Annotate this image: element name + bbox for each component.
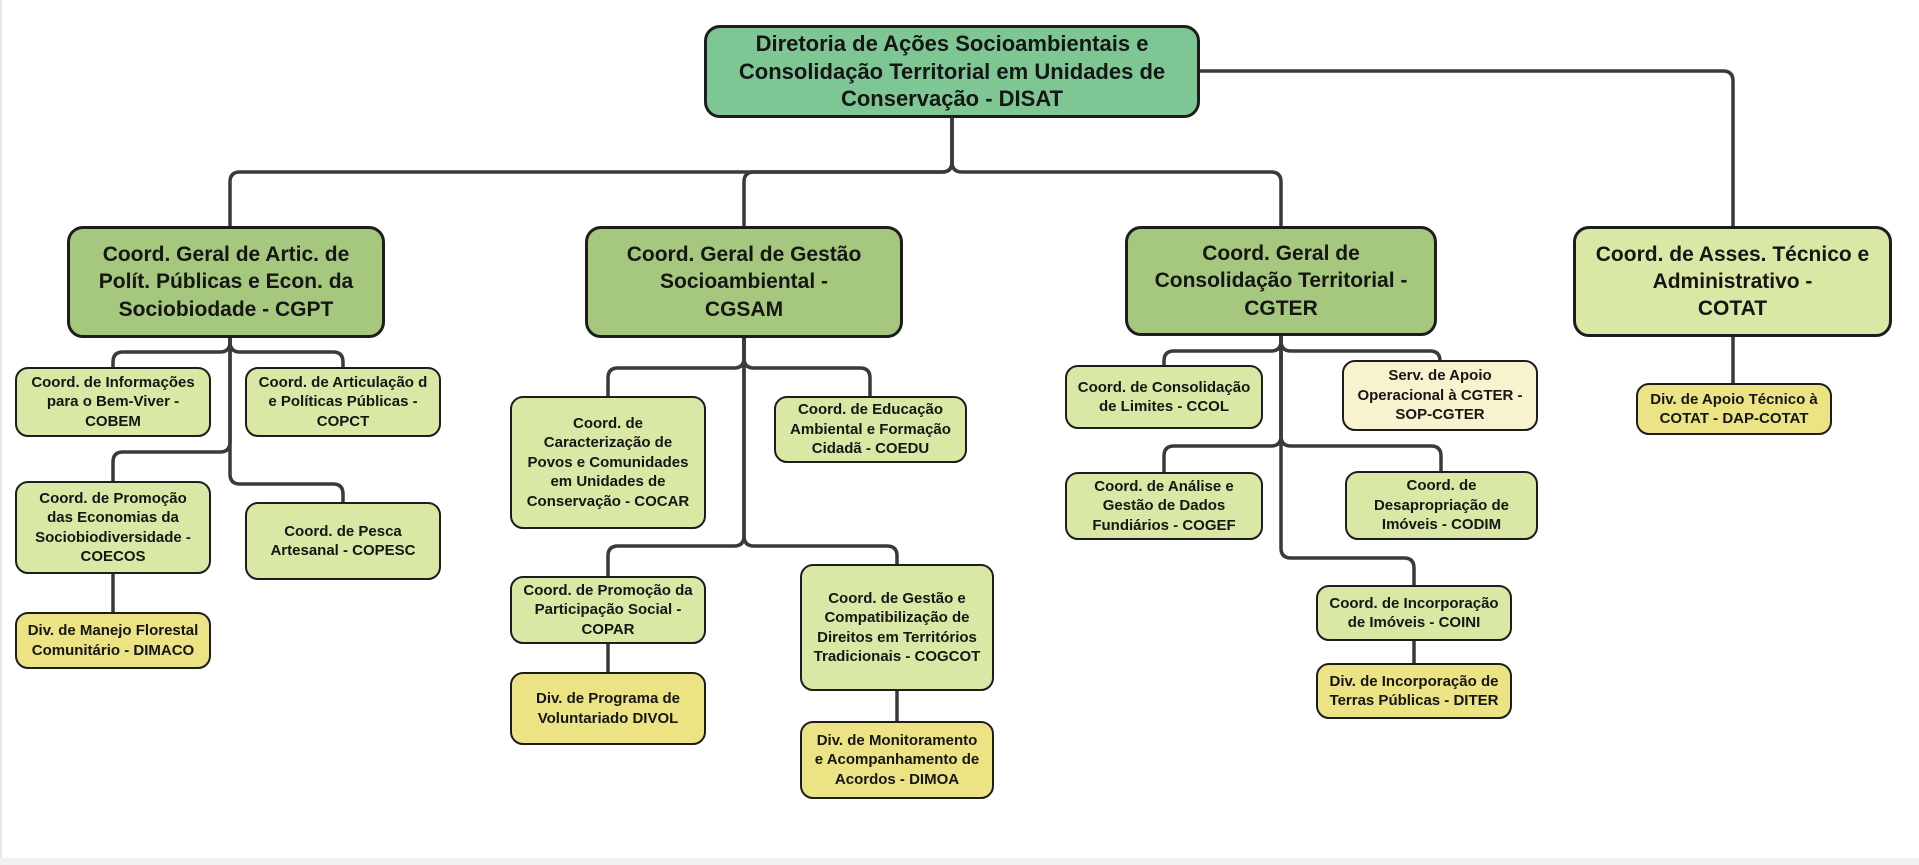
org-node-label: Coord. de Promoção da Participação Socia… (523, 581, 693, 638)
org-node-label: Coord. de Desapropriação de Imóveis - CO… (1373, 477, 1510, 534)
org-node-label: Div. de Apoio Técnico à COTAT - DAP-COTA… (1650, 390, 1818, 428)
org-node-label: Coord. Geral de Consolidação Territorial… (1154, 242, 1408, 320)
org-node-label: Div. de Incorporação de Terras Públicas … (1329, 672, 1499, 710)
org-node-label: Div. de Manejo Florestal Comunitário - D… (27, 622, 199, 659)
org-node-copar: Coord. de Promoção da Participação Socia… (510, 576, 706, 644)
org-node-label: Diretoria de Ações Socioambientais e Con… (738, 30, 1166, 112)
connector-disat-cgsam (742, 118, 954, 226)
org-node-sop: Serv. de Apoio Operacional à CGTER - SOP… (1342, 360, 1538, 431)
connector-cgsam-cocar (606, 338, 746, 396)
org-node-label: Coord. de Análise e Gestão de Dados Fund… (1092, 477, 1236, 534)
org-node-copct: Coord. de Articulação d e Políticas Públ… (245, 367, 441, 437)
page-bottom-edge (0, 858, 1919, 865)
connector-cgter-coini (1279, 336, 1416, 585)
org-node-cobem: Coord. de Informações para o Bem-Viver -… (15, 367, 211, 437)
org-node-label: Div. de Monitoramento e Acompanhamento d… (814, 731, 980, 788)
org-node-label: Coord. de Articulação d e Políticas Públ… (258, 373, 428, 430)
org-node-label: Div. de Programa de Voluntariado DIVOL (536, 690, 680, 727)
org-node-coedu: Coord. de Educação Ambiental e Formação … (774, 396, 967, 463)
org-node-label: Coord. de Educação Ambiental e Formação … (790, 401, 951, 458)
org-node-label: Coord. Geral de Artic. de Polít. Pública… (98, 243, 354, 321)
org-node-coecos: Coord. de Promoção das Economias da Soci… (15, 481, 211, 574)
org-node-cgsam: Coord. Geral de Gestão Socioambiental - … (585, 226, 903, 338)
page-left-edge (0, 0, 2, 865)
connector-cgpt-cobem (111, 338, 232, 367)
connector-cgsam-cogcot (742, 338, 899, 564)
org-node-diter: Div. de Incorporação de Terras Públicas … (1316, 663, 1512, 719)
org-node-label: Coord. de Incorporação de Imóveis - COIN… (1329, 594, 1499, 632)
org-node-cogef: Coord. de Análise e Gestão de Dados Fund… (1065, 472, 1263, 540)
org-node-label: Coord. de Promoção das Economias da Soci… (35, 489, 191, 566)
org-node-divol: Div. de Programa de Voluntariado DIVOL (510, 672, 706, 745)
org-node-cocar: Coord. de Caracterização de Povos e Comu… (510, 396, 706, 529)
org-node-cotat: Coord. de Asses. Técnico e Administrativ… (1573, 226, 1892, 337)
connector-cgpt-copct (228, 338, 345, 367)
org-node-label: Coord. de Asses. Técnico e Administrativ… (1595, 242, 1870, 321)
org-node-codim: Coord. de Desapropriação de Imóveis - CO… (1345, 471, 1538, 540)
connector-cgter-ccol (1162, 336, 1283, 365)
connector-cgter-sop (1279, 336, 1442, 362)
org-node-dimoa: Div. de Monitoramento e Acompanhamento d… (800, 721, 994, 799)
org-node-coini: Coord. de Incorporação de Imóveis - COIN… (1316, 585, 1512, 641)
org-node-label: Coord. de Consolidação de Limites - CCOL (1077, 378, 1251, 416)
org-node-cgpt: Coord. Geral de Artic. de Polít. Pública… (67, 226, 385, 338)
connector-cgpt-copesc (228, 338, 345, 502)
org-node-dap: Div. de Apoio Técnico à COTAT - DAP-COTA… (1636, 383, 1832, 435)
org-node-cgter: Coord. Geral de Consolidação Territorial… (1125, 226, 1437, 336)
org-node-ccol: Coord. de Consolidação de Limites - CCOL (1065, 365, 1263, 429)
org-node-label: Serv. de Apoio Operacional à CGTER - SOP… (1357, 367, 1523, 424)
connector-cgsam-coedu (742, 338, 872, 396)
org-node-label: Coord. de Pesca Artesanal - COPESC (270, 522, 416, 560)
org-node-label: Coord. de Caracterização de Povos e Comu… (526, 414, 690, 510)
org-node-cogcot: Coord. de Gestão e Compatibilização de D… (800, 564, 994, 691)
org-node-dimaco: Div. de Manejo Florestal Comunitário - D… (15, 612, 211, 669)
connector-disat-cotat (1200, 69, 1735, 226)
org-node-label: Coord. de Informações para o Bem-Viver -… (31, 373, 195, 430)
org-node-label: Coord. Geral de Gestão Socioambiental - … (626, 243, 862, 321)
org-node-label: Coord. de Gestão e Compatibilização de D… (813, 589, 981, 666)
org-node-copesc: Coord. de Pesca Artesanal - COPESC (245, 502, 441, 580)
connector-disat-cgter (950, 118, 1283, 226)
org-node-disat: Diretoria de Ações Socioambientais e Con… (704, 25, 1200, 118)
